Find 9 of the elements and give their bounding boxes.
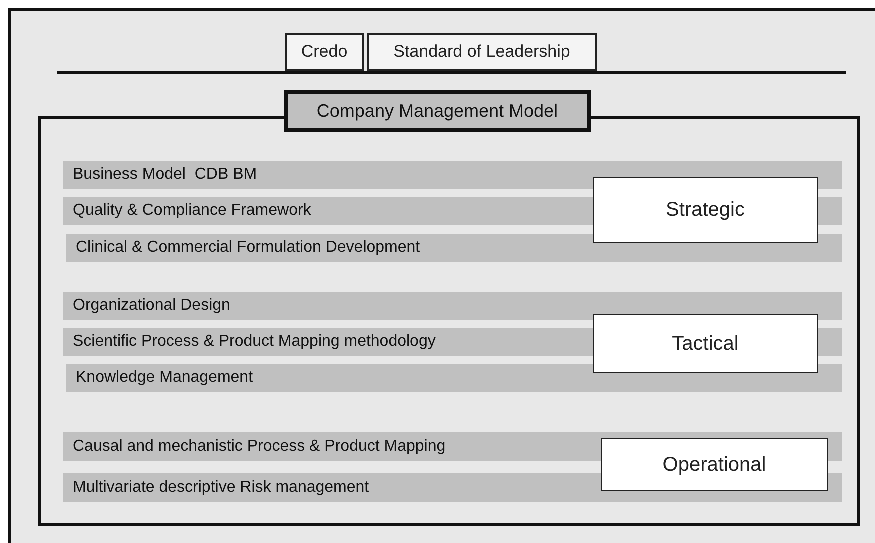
tab-box: Standard of Leadership bbox=[367, 33, 597, 71]
item-bar: Clinical & Commercial Formulation Development bbox=[66, 234, 842, 262]
item-bar: Knowledge Management bbox=[66, 364, 842, 392]
level-box: Operational bbox=[601, 438, 828, 491]
model-title: Company Management Model bbox=[284, 90, 591, 132]
level-box: Tactical bbox=[593, 314, 818, 373]
level-box: Strategic bbox=[593, 177, 818, 243]
item-bar: Organizational Design bbox=[63, 292, 842, 320]
tab-box: Credo bbox=[285, 33, 364, 71]
